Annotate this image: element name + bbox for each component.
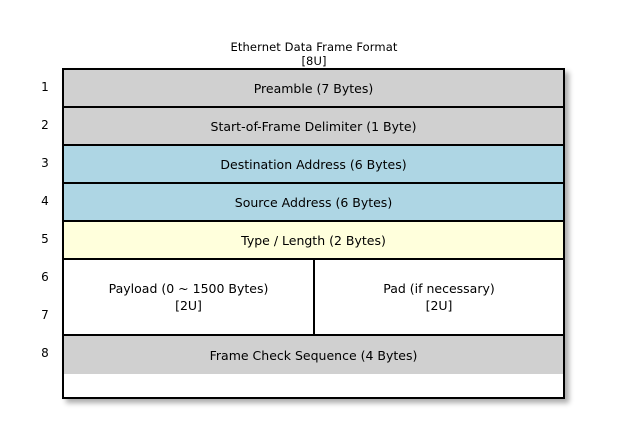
diagram-title-block: Ethernet Data Frame Format [8U]	[0, 40, 628, 68]
frame-field-row: Start-of-Frame Delimiter (1 Byte)	[64, 108, 563, 146]
row-number-5: 5	[41, 232, 49, 246]
row-number-7: 7	[41, 308, 49, 322]
diagram-subtitle: [8U]	[301, 54, 327, 68]
frame-field-cell: Destination Address (6 Bytes)	[64, 146, 563, 182]
frame-field-label: Frame Check Sequence (4 Bytes)	[209, 347, 418, 363]
row-number-gutter: 1 2 3 4 5 6 7 8	[30, 68, 60, 399]
frame-field-cell: Payload (0 ~ 1500 Bytes) [2U]	[64, 260, 315, 334]
frame-field-cell: Source Address (6 Bytes)	[64, 184, 563, 220]
frame-field-label: Type / Length (2 Bytes)	[241, 232, 386, 248]
frame-field-label: Payload (0 ~ 1500 Bytes)	[108, 281, 269, 296]
frame-field-cell: Preamble (7 Bytes)	[64, 70, 563, 106]
row-number-4: 4	[41, 194, 49, 208]
frame-field-row: Destination Address (6 Bytes)	[64, 146, 563, 184]
page-title: Ethernet Data Frame Format	[230, 40, 398, 54]
frame-field-label: Destination Address (6 Bytes)	[220, 156, 407, 172]
frame-field-row: Source Address (6 Bytes)	[64, 184, 563, 222]
frame-field-row: Preamble (7 Bytes)	[64, 70, 563, 108]
frame-field-row: Frame Check Sequence (4 Bytes)	[64, 336, 563, 374]
frame-field-cell: Frame Check Sequence (4 Bytes)	[64, 336, 563, 374]
frame-field-cell: Pad (if necessary) [2U]	[315, 260, 563, 334]
frame-field-table: Preamble (7 Bytes) Start-of-Frame Delimit…	[62, 68, 565, 399]
row-number-1: 1	[41, 80, 49, 94]
frame-field-row: Payload (0 ~ 1500 Bytes)[2U]Pad (if nece…	[64, 260, 563, 336]
row-number-6: 6	[41, 270, 49, 284]
frame-field-label: Preamble (7 Bytes)	[253, 80, 374, 96]
frame-field-label: [2U]	[175, 298, 202, 313]
frame-field-label: Source Address (6 Bytes)	[234, 194, 393, 210]
frame-field-label: [2U]	[425, 298, 453, 313]
row-number-3: 3	[41, 156, 49, 170]
frame-field-row: Type / Length (2 Bytes)	[64, 222, 563, 260]
row-number-8: 8	[41, 346, 49, 360]
row-number-2: 2	[41, 118, 49, 132]
frame-field-cell: Start-of-Frame Delimiter (1 Byte)	[64, 108, 563, 144]
frame-field-label: Pad (if necessary)	[383, 281, 495, 296]
frame-field-cell: Type / Length (2 Bytes)	[64, 222, 563, 258]
frame-field-label: Start-of-Frame Delimiter (1 Byte)	[210, 118, 417, 134]
